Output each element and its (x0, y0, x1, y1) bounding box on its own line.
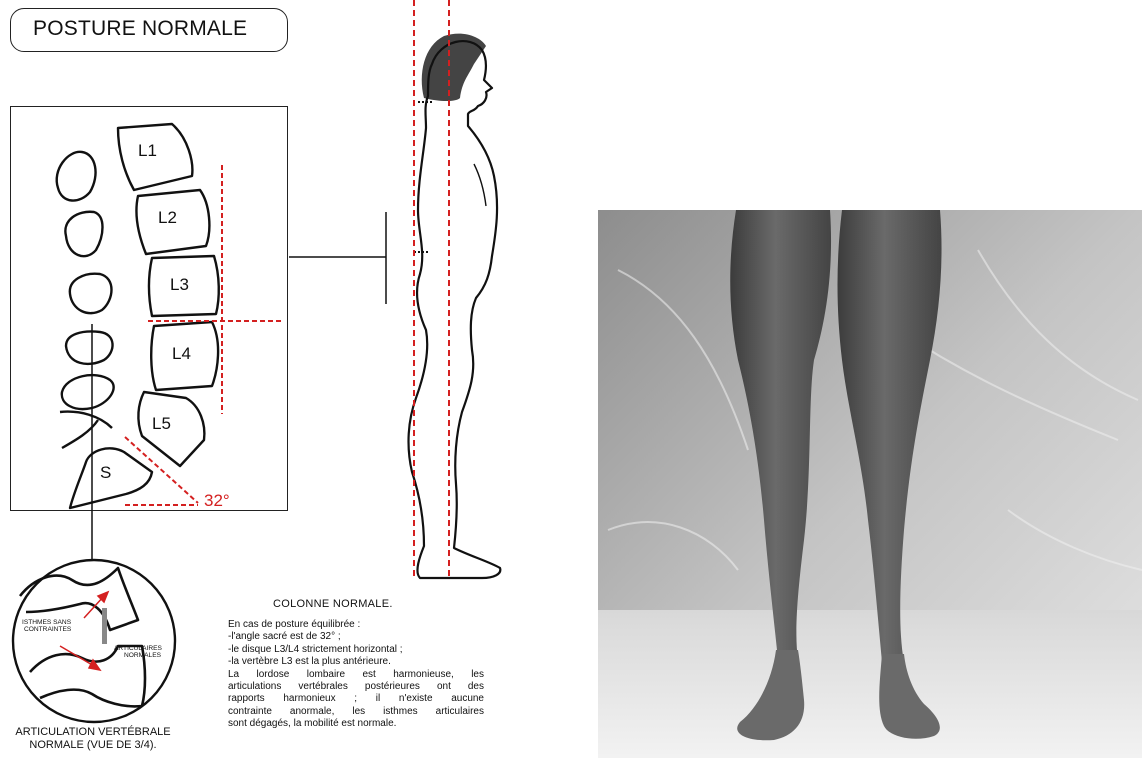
articulaires-label-1: ARTICULAIRES (114, 645, 162, 652)
description-line: En cas de posture équilibrée : (228, 619, 484, 631)
description-line: -le disque L3/L4 strictement horizontal … (228, 644, 484, 656)
joint-gap (102, 608, 107, 644)
posterior-arch-2 (65, 212, 102, 256)
description-line: rapports harmonieux ; il n'existe aucune (228, 693, 484, 705)
articulation-caption-line-2: NORMALE (VUE DE 3/4). (9, 739, 177, 752)
label-L1: L1 (138, 141, 157, 160)
label-L3: L3 (170, 275, 189, 294)
isthmes-label-1: ISTHMES SANS (22, 619, 72, 626)
label-L2: L2 (158, 208, 177, 227)
posterior-arch-5 (62, 375, 114, 409)
articulation-caption: ARTICULATION VERTÉBRALE NORMALE (VUE DE … (9, 726, 177, 752)
label-L4: L4 (172, 344, 191, 363)
description-line: sont dégagés, la mobilité est normale. (228, 718, 484, 730)
label-S: S (100, 463, 111, 482)
posterior-arch-3 (70, 274, 112, 313)
description-line: -la vertèbre L3 est la plus antérieure. (228, 656, 484, 668)
description-line: La lordose lombaire est harmonieuse, les (228, 669, 484, 681)
label-L5: L5 (152, 414, 171, 433)
articulation-caption-line-1: ARTICULATION VERTÉBRALE (9, 726, 177, 739)
isthmes-label-2: CONTRAINTES (24, 626, 72, 633)
body-silhouette (409, 34, 501, 578)
description-line: articulations vertébrales postérieures o… (228, 681, 484, 693)
articulaires-label-2: NORMALES (124, 652, 162, 659)
legs-photo (598, 210, 1142, 758)
arm-line (474, 164, 486, 206)
description-line: -l'angle sacré est de 32° ; (228, 631, 484, 643)
description-block: En cas de posture équilibrée : -l'angle … (228, 619, 484, 731)
sacral-process (60, 412, 112, 428)
description-line: contrainte anormale, les isthmes articul… (228, 706, 484, 718)
sacral-angle-label: 32° (204, 491, 230, 510)
posterior-arch-4 (66, 332, 113, 364)
colonne-title: COLONNE NORMALE. (273, 598, 393, 610)
vertebra-L5 (138, 392, 204, 466)
posterior-arch-1 (57, 152, 96, 201)
sacral-slope-line (125, 437, 198, 503)
